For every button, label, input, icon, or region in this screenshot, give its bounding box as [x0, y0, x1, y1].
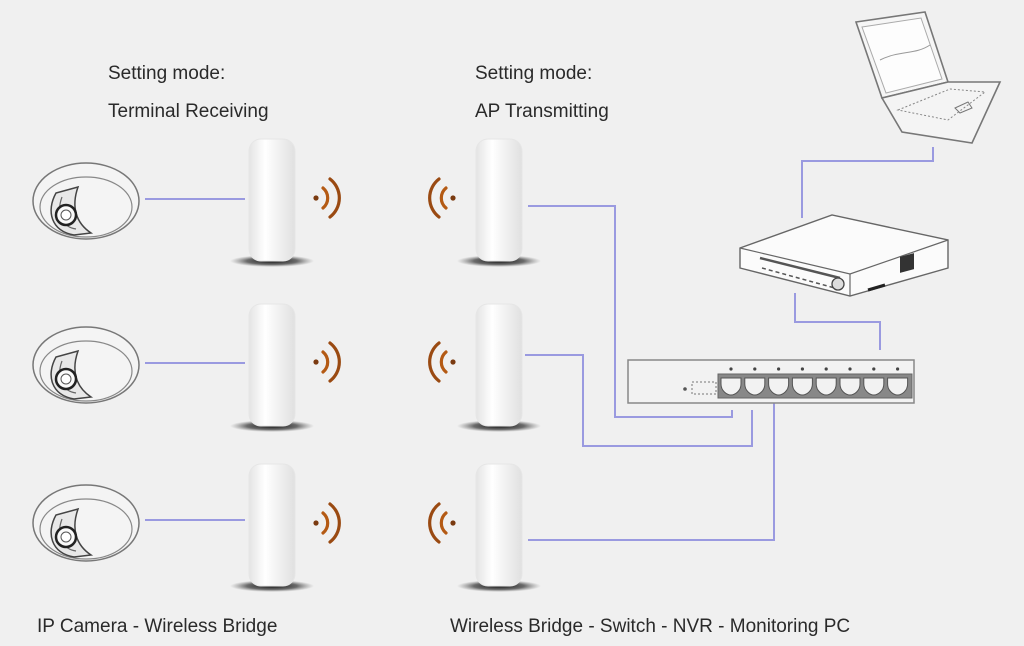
- port-led: [896, 367, 900, 371]
- switch-port: [791, 377, 813, 396]
- wifi-signal-icon: [428, 341, 458, 383]
- port-led: [729, 367, 733, 371]
- cable-bridge1-switch: [528, 205, 733, 418]
- port-led: [753, 367, 757, 371]
- wireless-bridge-icon: [229, 463, 315, 593]
- wireless-bridge-icon: [229, 303, 315, 433]
- wifi-signal-icon: [311, 502, 341, 544]
- wireless-bridge-icon: [456, 303, 542, 433]
- cable-nvr-switch: [794, 293, 881, 350]
- switch-port: [720, 377, 742, 396]
- ip-camera-icon: [31, 161, 141, 241]
- cables: [145, 147, 934, 541]
- port-led: [872, 367, 876, 371]
- switch-port: [863, 377, 885, 396]
- switch-port: [839, 377, 861, 396]
- cable-bridge2-switch: [525, 354, 753, 447]
- port-led: [848, 367, 852, 371]
- wireless-bridge-icon: [456, 138, 542, 268]
- wireless-bridge-icon: [229, 138, 315, 268]
- port-led: [824, 367, 828, 371]
- right-caption: Wireless Bridge - Switch - NVR - Monitor…: [450, 616, 851, 637]
- left-mode-value: Terminal Receiving: [108, 101, 269, 122]
- left-mode-title: Setting mode:: [108, 63, 226, 84]
- cable-pc-nvr: [801, 147, 934, 218]
- right-mode-title: Setting mode:: [475, 63, 593, 84]
- wifi-signal-icon: [311, 177, 341, 219]
- wifi-signal-icon: [428, 502, 458, 544]
- wireless-bridge-icon: [456, 463, 542, 593]
- wifi-signal-icon: [428, 177, 458, 219]
- switch-port: [887, 377, 909, 396]
- nvr-icon: [739, 214, 949, 297]
- port-led: [777, 367, 781, 371]
- cable-bridge3-switch: [528, 400, 775, 541]
- switch-port: [815, 377, 837, 396]
- switch-port: [768, 377, 790, 396]
- network-switch-icon: [627, 359, 915, 404]
- wifi-signal-icon: [311, 341, 341, 383]
- switch-port: [744, 377, 766, 396]
- left-caption: IP Camera - Wireless Bridge: [37, 616, 278, 637]
- port-led: [800, 367, 805, 371]
- ip-camera-icon: [31, 325, 141, 405]
- ip-camera-icon: [31, 483, 141, 563]
- laptop-icon: [854, 11, 1002, 144]
- right-mode-value: AP Transmitting: [475, 101, 609, 122]
